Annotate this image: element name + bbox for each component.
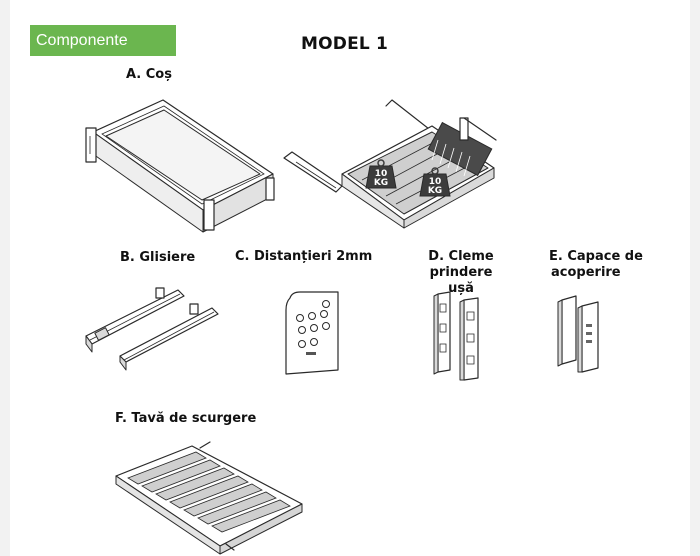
- basket-loaded-illustration: 10 KG 10 KG: [282, 96, 502, 228]
- cover-caps-illustration: [556, 294, 606, 374]
- weight-value-2: 10: [429, 177, 442, 187]
- weight-icon-2: 10 KG: [420, 168, 450, 196]
- drip-tray-illustration: [110, 440, 308, 556]
- component-d-label: D. Cleme prindere ușă: [400, 249, 522, 297]
- basket-empty-illustration: [78, 92, 278, 232]
- component-f-label: F. Tavă de scurgere: [115, 411, 257, 426]
- component-b-label: B. Glisiere: [120, 250, 196, 265]
- weight-unit-1: KG: [374, 178, 388, 188]
- component-d-label-line2: ușă: [448, 281, 474, 296]
- component-d-label-line1: D. Cleme prindere: [428, 249, 494, 280]
- component-e-label-line2: acoperire: [551, 265, 621, 280]
- component-c-label: C. Distanțieri 2mm: [235, 249, 373, 264]
- weight-icon-1: 10 KG: [366, 160, 396, 188]
- page-title: MODEL 1: [301, 34, 389, 54]
- door-clips-illustration: [432, 290, 492, 380]
- weight-value-1: 10: [375, 169, 388, 179]
- component-e-label-line1: E. Capace de: [549, 249, 643, 264]
- component-a-label: A. Coș: [126, 67, 172, 82]
- section-badge: Componente: [30, 25, 176, 56]
- slides-illustration: [82, 282, 222, 372]
- weight-unit-2: KG: [428, 186, 442, 196]
- component-e-label: E. Capace de acoperire: [549, 249, 649, 281]
- page: [10, 0, 690, 556]
- spacer-plate-illustration: [280, 288, 344, 378]
